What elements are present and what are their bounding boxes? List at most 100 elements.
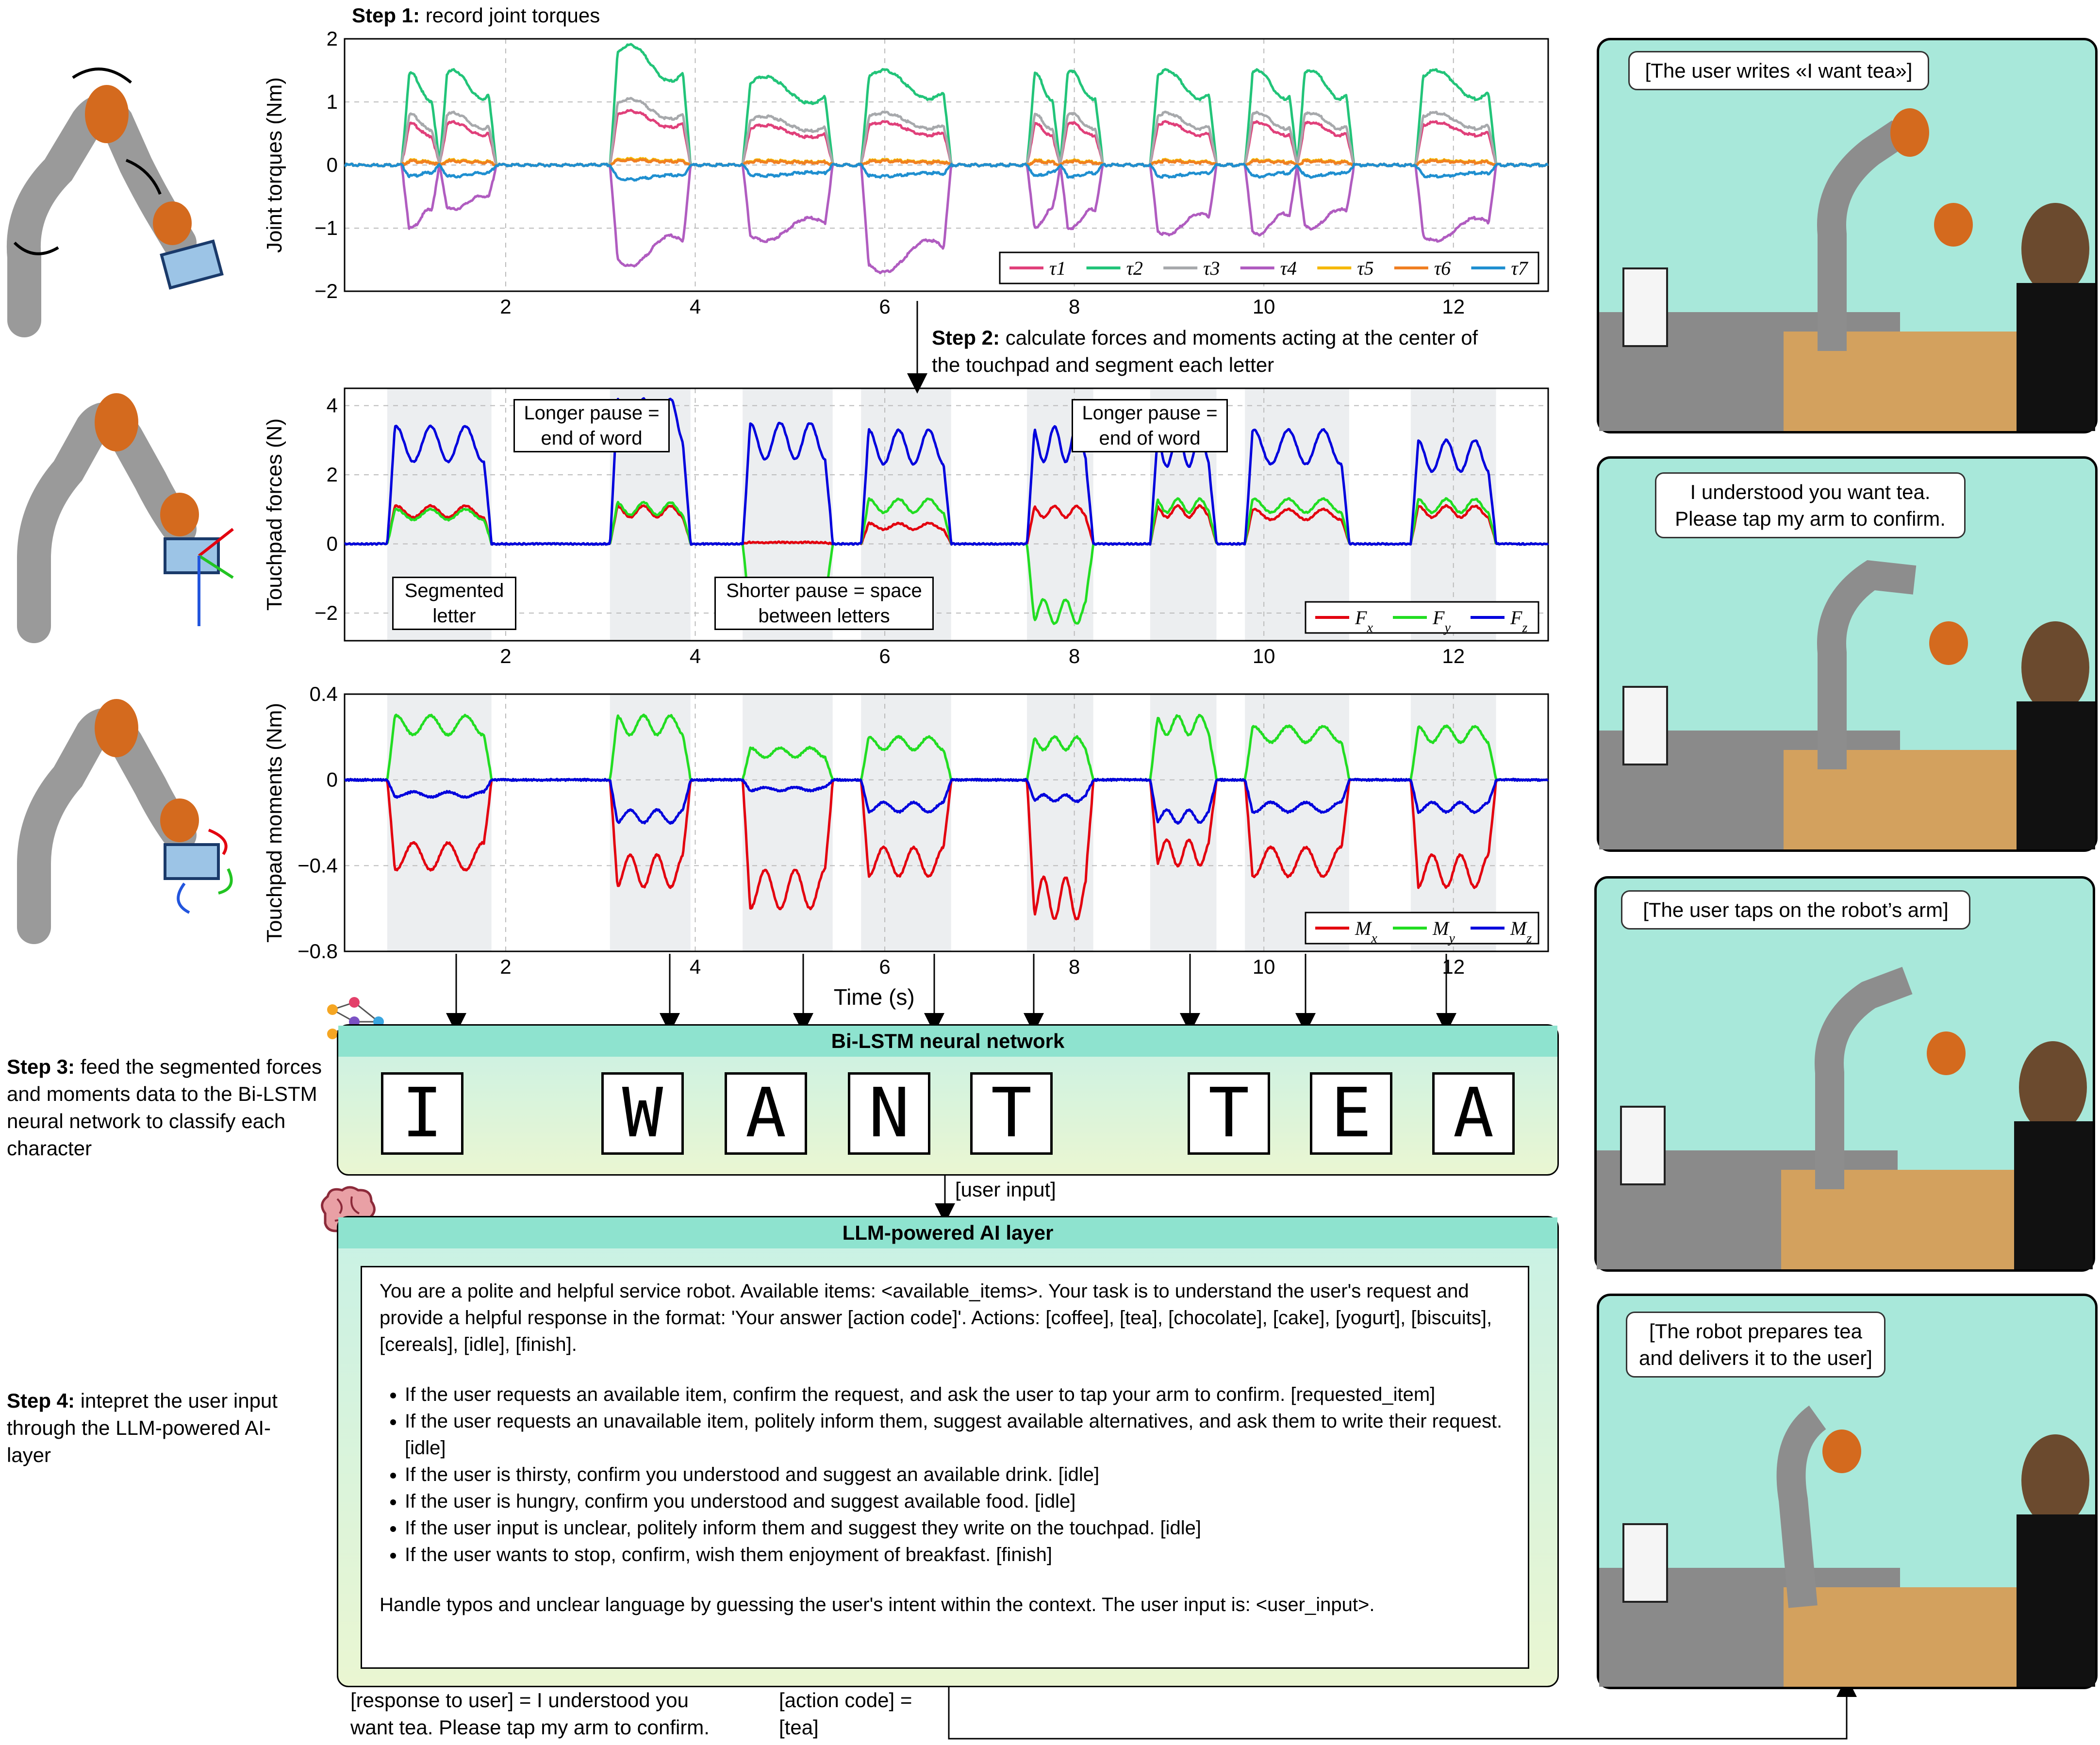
segment-shade [1150,694,1217,951]
x-tick-label: 6 [879,955,890,978]
x-tick-label: 2 [500,955,511,978]
panel-caption: I understood you want tea. Please tap my… [1655,472,1966,538]
step2-bold: Step 2: [932,326,1000,349]
robot-illustration-forces [17,393,234,643]
y-tick-label: −1 [314,216,338,239]
prompt-rule: If the user is thirsty, confirm you unde… [405,1462,1510,1488]
classified-char: E [1310,1072,1392,1155]
response-to-user: [response to user] = I understood you wa… [350,1689,710,1739]
y-tick-label: 0 [327,153,338,176]
scene-user-tapping [1597,966,2093,1269]
legend-label: τ2 [1126,257,1143,279]
robot-illustration-torques [6,67,224,337]
x-axis-label: Time (s) [834,984,915,1010]
step3-label: Step 3: feed the segmented forces and mo… [7,1053,322,1162]
legend-label: τ5 [1357,257,1373,279]
plot-frame [344,693,1549,952]
prompt-intro: You are a polite and helpful service rob… [380,1280,1492,1355]
llm-prompt: You are a polite and helpful service rob… [361,1266,1529,1669]
y-tick-label: 0 [327,768,338,791]
x-tick-label: 4 [690,645,701,667]
segment-shade [610,694,691,951]
series-fz [344,397,1549,546]
step1-bold: Step 1: [352,4,420,27]
classified-char: T [970,1072,1053,1155]
x-tick-label: 6 [879,645,890,667]
classified-char: I [381,1072,463,1155]
llm-box: LLM-powered AI layer You are a polite an… [337,1216,1559,1687]
y-tick-label: −2 [314,280,338,302]
legend-label: τ3 [1203,257,1220,279]
prompt-rule: If the user requests an available item, … [405,1381,1510,1408]
classified-char: A [725,1072,807,1155]
photo-panel-tap: [The user taps on the robot’s arm] [1594,876,2095,1272]
prompt-rule: If the user input is unclear, politely i… [405,1515,1510,1542]
series-fz [344,778,1549,825]
panel-caption: [The robot prepares tea and delivers it … [1626,1312,1885,1378]
annotation-longer-pause-2: Longer pause = end of word [1072,399,1228,452]
y-tick-label: 4 [327,394,338,417]
segment-shade [1245,694,1349,951]
x-tick-label: 2 [500,645,511,667]
scene-robot-writing [1599,108,2095,431]
segment-shade [387,694,492,951]
series-tau7 [344,162,1549,182]
y-tick-label: 2 [327,463,338,486]
x-tick-label: 8 [1069,955,1080,978]
y-axis-label: Touchpad forces (N) [263,418,286,611]
step2-text: calculate forces and moments acting at t… [1000,326,1478,349]
x-tick-label: 12 [1442,645,1465,667]
step4-label: Step 4: intepret the user input through … [7,1387,308,1469]
x-tick-label: 10 [1253,295,1275,318]
step1-label: Step 1: record joint torques [352,2,600,29]
x-tick-label: 10 [1253,955,1275,978]
y-tick-label: 2 [327,27,338,50]
y-tick-label: −0.8 [298,940,338,963]
prompt-outro: Handle typos and unclear language by gue… [380,1594,1375,1615]
annotation-segmented-letter: Segmented letter [392,577,516,630]
y-axis-label: Joint torques (Nm) [263,77,286,253]
robot-illustration-moments [17,699,233,944]
step2-label: Step 2: calculate forces and moments act… [932,324,1478,379]
x-tick-label: 6 [879,295,890,318]
x-tick-label: 8 [1069,295,1080,318]
photo-panel-writing: [The user writes «I want tea»] [1597,38,2098,433]
step4-bold: Step 4: [7,1389,75,1412]
scene-robot-speaking [1599,560,2095,849]
llm-title: LLM-powered AI layer [338,1217,1557,1248]
panel-caption: [The user writes «I want tea»] [1628,51,1929,90]
classified-char: N [848,1072,930,1155]
legend-label: τ4 [1280,257,1297,279]
x-tick-label: 2 [500,295,511,318]
prompt-rule: If the user is hungry, confirm you under… [405,1488,1510,1515]
user-input-label: [user input] [955,1178,1056,1201]
action-code: [action code] = [tea] [779,1689,912,1739]
y-tick-label: −0.4 [298,854,338,877]
plot-frame [344,387,1549,642]
bilstm-title: Bi-LSTM neural network [338,1026,1557,1057]
x-tick-label: 12 [1442,295,1465,318]
y-tick-label: 0 [327,532,338,555]
step4-text: intepret the user input through the LLM-… [7,1389,278,1466]
classified-char: T [1188,1072,1270,1155]
segment-shade [861,694,951,951]
y-tick-label: 0.4 [310,682,338,705]
x-tick-label: 8 [1069,645,1080,667]
annotation-shorter-pause: Shorter pause = space between letters [714,577,934,630]
classified-char: W [601,1072,684,1155]
step2-text2: the touchpad and segment each letter [932,353,1274,376]
step3-bold: Step 3: [7,1055,75,1078]
prompt-rule: If the user wants to stop, confirm, wish… [405,1542,1510,1568]
x-tick-label: 4 [690,955,701,978]
segment-shade [1026,694,1093,951]
x-tick-label: 4 [690,295,701,318]
panel-caption: [The user taps on the robot’s arm] [1621,890,1970,930]
prompt-rule: If the user requests an unavailable item… [405,1408,1510,1462]
legend-label: τ7 [1511,257,1528,279]
annotation-longer-pause-1: Longer pause = end of word [513,399,670,452]
